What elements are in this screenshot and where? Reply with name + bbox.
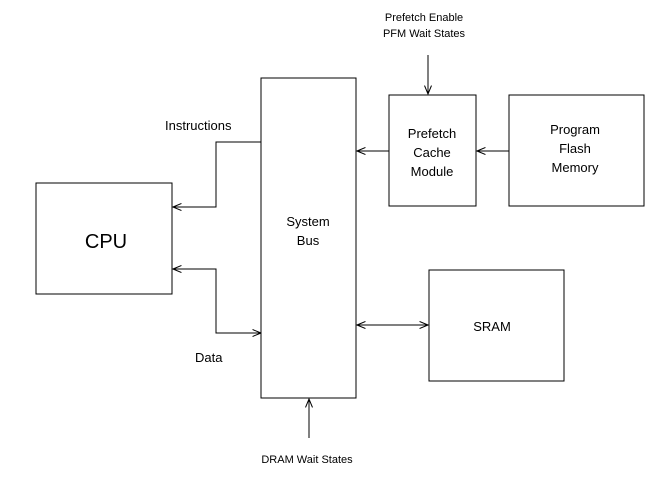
prefetch-cache-label-line1: Prefetch	[408, 126, 456, 141]
cpu-label: CPU	[85, 231, 127, 253]
instructions-label: Instructions	[165, 118, 232, 133]
sram-block: SRAM	[428, 269, 565, 382]
system-bus-block: System Bus	[260, 77, 357, 399]
system-bus-label-line1: System	[286, 214, 329, 229]
prefetch-enable-label: Prefetch Enable	[385, 12, 463, 24]
prefetch-cache-label-line2: Cache	[413, 145, 451, 160]
program-flash-memory-block: Program Flash Memory	[508, 94, 645, 207]
data-bidirectional-arrow	[173, 269, 261, 333]
system-bus-label-line2: Bus	[297, 233, 320, 248]
dram-wait-states-label: DRAM Wait States	[261, 454, 353, 466]
pfm-wait-states-label: PFM Wait States	[383, 28, 466, 40]
program-flash-label-line2: Flash	[559, 141, 591, 156]
sram-label: SRAM	[473, 319, 511, 334]
prefetch-cache-module-block: Prefetch Cache Module	[388, 94, 477, 207]
data-label: Data	[195, 350, 223, 365]
cpu-block: CPU	[35, 182, 173, 295]
program-flash-label-line1: Program	[550, 122, 600, 137]
prefetch-cache-label-line3: Module	[411, 164, 454, 179]
instructions-arrow	[173, 141, 261, 207]
program-flash-label-line3: Memory	[552, 160, 599, 175]
